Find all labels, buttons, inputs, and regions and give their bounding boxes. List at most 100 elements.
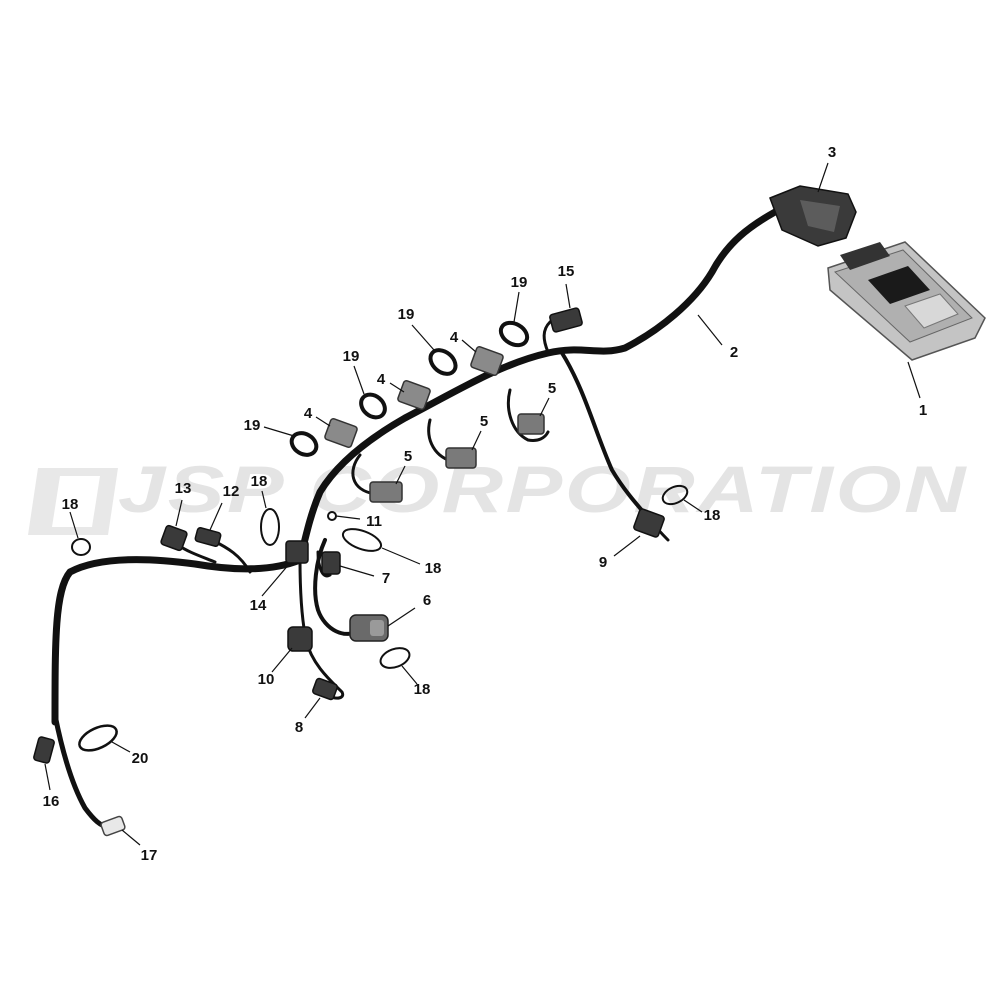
cable-tie-19-c <box>359 392 387 420</box>
leader-4c <box>315 416 331 427</box>
harness-branch-7 <box>316 550 332 578</box>
callout-5-b: 5 <box>480 413 488 430</box>
connector-9 <box>633 508 665 538</box>
callout-8: 8 <box>295 719 303 736</box>
leader-14 <box>261 562 291 597</box>
injector-connectors-4 <box>324 345 504 449</box>
leader-18a <box>69 511 79 539</box>
connector-5-b <box>445 447 477 469</box>
watermark-text: JSP CORPORATION <box>118 452 968 526</box>
connector-8 <box>312 677 338 701</box>
connector-4-c <box>324 417 358 449</box>
leader-18e <box>401 665 418 685</box>
leader-1 <box>907 361 921 399</box>
ecu-module <box>827 241 986 361</box>
leader-5c <box>395 465 406 485</box>
connector-5-c <box>369 481 403 503</box>
tie-strap-18-c <box>341 528 383 552</box>
leader-20 <box>111 741 131 753</box>
connector-5-a <box>517 413 545 435</box>
ecu-connector-block <box>840 242 890 270</box>
connector-17 <box>100 815 126 837</box>
ecu-recess <box>868 266 930 304</box>
harness-branch-5a <box>506 388 550 442</box>
tie-strap-18-a <box>661 484 689 506</box>
cable-tie-19-d <box>289 431 319 457</box>
harness-connector-15-lead <box>542 320 552 354</box>
callout-labels: 1 2 3 4 4 4 5 5 5 6 7 8 9 10 11 12 13 14… <box>43 144 928 864</box>
leader-lines <box>44 162 921 846</box>
leader-4a <box>461 339 477 353</box>
tie-straps-18 <box>71 484 689 669</box>
leader-6 <box>387 607 416 627</box>
leader-2 <box>697 314 723 346</box>
leader-16 <box>44 763 51 791</box>
callout-4-c: 4 <box>304 405 313 422</box>
harness-main-run <box>51 208 779 726</box>
leader-5a <box>539 397 550 417</box>
leader-19a <box>513 291 520 323</box>
callout-13: 13 <box>175 480 192 497</box>
leader-4b <box>389 382 405 393</box>
connector-3-face <box>800 200 840 232</box>
callout-5-c: 5 <box>404 448 412 465</box>
connector-4-a <box>470 345 504 377</box>
callout-18-b: 18 <box>704 507 721 524</box>
tie-strap-18-e <box>71 538 91 556</box>
leader-19b <box>411 324 435 351</box>
callout-9: 9 <box>599 554 607 571</box>
callout-5-a: 5 <box>548 380 556 397</box>
small-connectors <box>33 508 665 764</box>
connector-4-b <box>397 379 431 411</box>
leader-5b <box>471 430 482 451</box>
connector-16 <box>33 736 55 764</box>
harness-lower-branch <box>52 712 113 831</box>
main-ecu-connector <box>769 185 857 247</box>
leader-18c <box>261 490 267 509</box>
callout-18-c: 18 <box>251 473 268 490</box>
callout-15: 15 <box>558 263 575 280</box>
watermark: JSP CORPORATION <box>28 452 968 535</box>
leader-8 <box>304 697 321 719</box>
callout-18-a: 18 <box>62 496 79 513</box>
callout-19-a: 19 <box>511 274 528 291</box>
callout-3: 3 <box>828 144 836 161</box>
callout-16: 16 <box>43 793 60 810</box>
connector-13 <box>160 524 188 552</box>
ecu-heat-pad <box>904 293 959 329</box>
leader-11 <box>335 515 361 520</box>
cable-ties-19 <box>289 320 530 457</box>
harness-branch-10-8 <box>298 558 345 700</box>
connector-12 <box>194 527 222 547</box>
callout-18-e: 18 <box>414 681 431 698</box>
leader-17 <box>121 829 141 846</box>
callout-18-d: 18 <box>425 560 442 577</box>
leader-13 <box>175 499 183 527</box>
connector-7 <box>321 551 341 575</box>
callout-1: 1 <box>919 402 927 419</box>
callout-2: 2 <box>730 344 738 361</box>
connector-14 <box>285 540 309 564</box>
leader-3 <box>817 162 829 193</box>
cable-tie-19-a <box>498 320 530 348</box>
leader-19c <box>353 365 365 395</box>
leader-7 <box>339 565 375 577</box>
callout-19-d: 19 <box>244 417 261 434</box>
callout-4-a: 4 <box>450 329 459 346</box>
leader-9 <box>613 535 641 557</box>
callout-4-b: 4 <box>377 371 386 388</box>
leader-15 <box>565 283 571 309</box>
callout-7: 7 <box>382 570 390 587</box>
watermark-logo-mark <box>28 468 118 535</box>
connectors-5 <box>369 413 545 503</box>
tie-strap-20 <box>78 724 118 752</box>
callout-14: 14 <box>250 597 267 614</box>
connector-10 <box>287 626 313 652</box>
callout-20: 20 <box>132 750 149 767</box>
tie-strap-18-b <box>260 508 280 546</box>
leader-12 <box>209 502 223 531</box>
callout-10: 10 <box>258 671 275 688</box>
callout-19-b: 19 <box>398 306 415 323</box>
callout-11: 11 <box>366 513 382 530</box>
